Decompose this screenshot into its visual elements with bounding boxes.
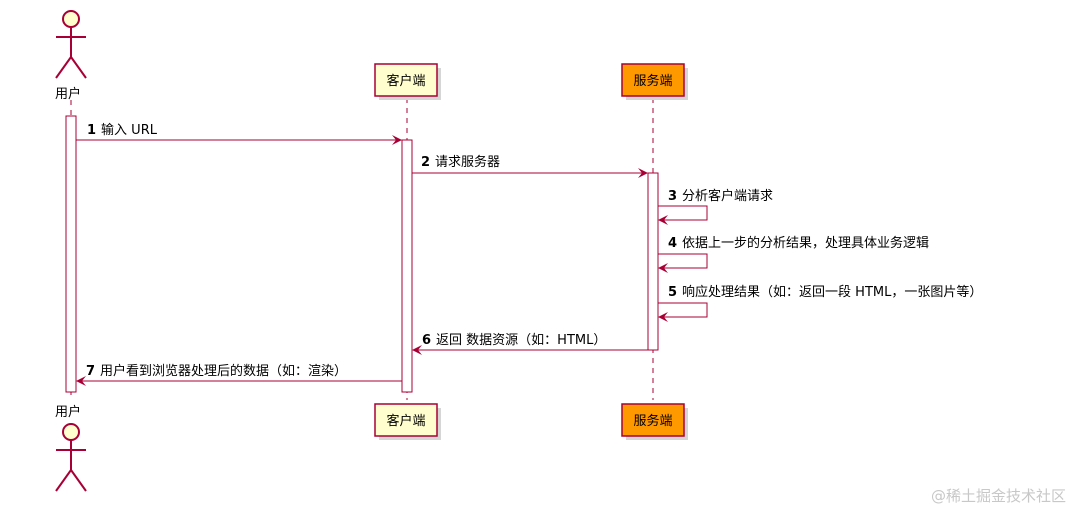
user-name-top: 用户	[55, 86, 81, 102]
user-activation-bar	[65, 115, 77, 393]
client-box-bottom	[374, 403, 438, 437]
message-3-arrow	[658, 205, 708, 225]
server-name-bottom: 服务端	[633, 413, 672, 429]
message-4-arrow	[658, 253, 708, 273]
user-actor-top-icon	[55, 10, 87, 79]
client-name-bottom: 客户端	[386, 413, 425, 429]
client-name-top: 客户端	[386, 73, 425, 89]
client-activation-bar	[401, 139, 413, 393]
server-box-top	[621, 63, 685, 97]
user-actor-bottom-icon	[55, 423, 87, 492]
server-name-top: 服务端	[633, 73, 672, 89]
user-name-bottom: 用户	[55, 404, 81, 420]
server-activation-bar	[647, 172, 659, 351]
client-box-top	[374, 63, 438, 97]
watermark: @稀土掘金技术社区	[931, 487, 1066, 505]
server-box-bottom	[621, 403, 685, 437]
message-5-arrow	[658, 302, 708, 322]
